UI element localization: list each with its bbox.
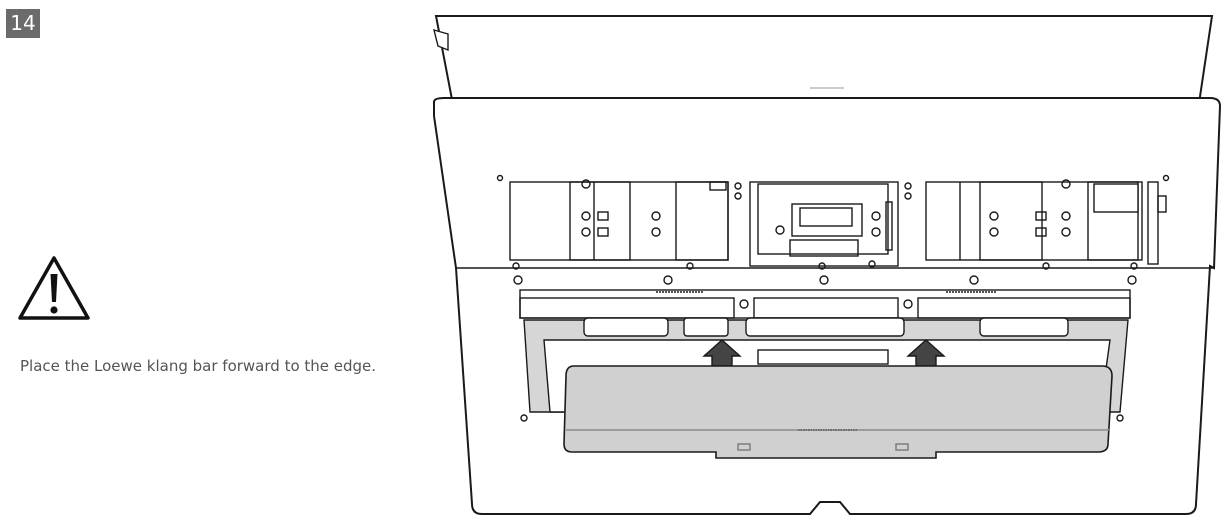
- step-number-badge: 14: [6, 9, 40, 38]
- warning-triangle-icon: [16, 254, 92, 322]
- tv-soundbar-illustration: [420, 6, 1230, 522]
- instruction-text: Place the Loewe klang bar forward to the…: [20, 357, 377, 375]
